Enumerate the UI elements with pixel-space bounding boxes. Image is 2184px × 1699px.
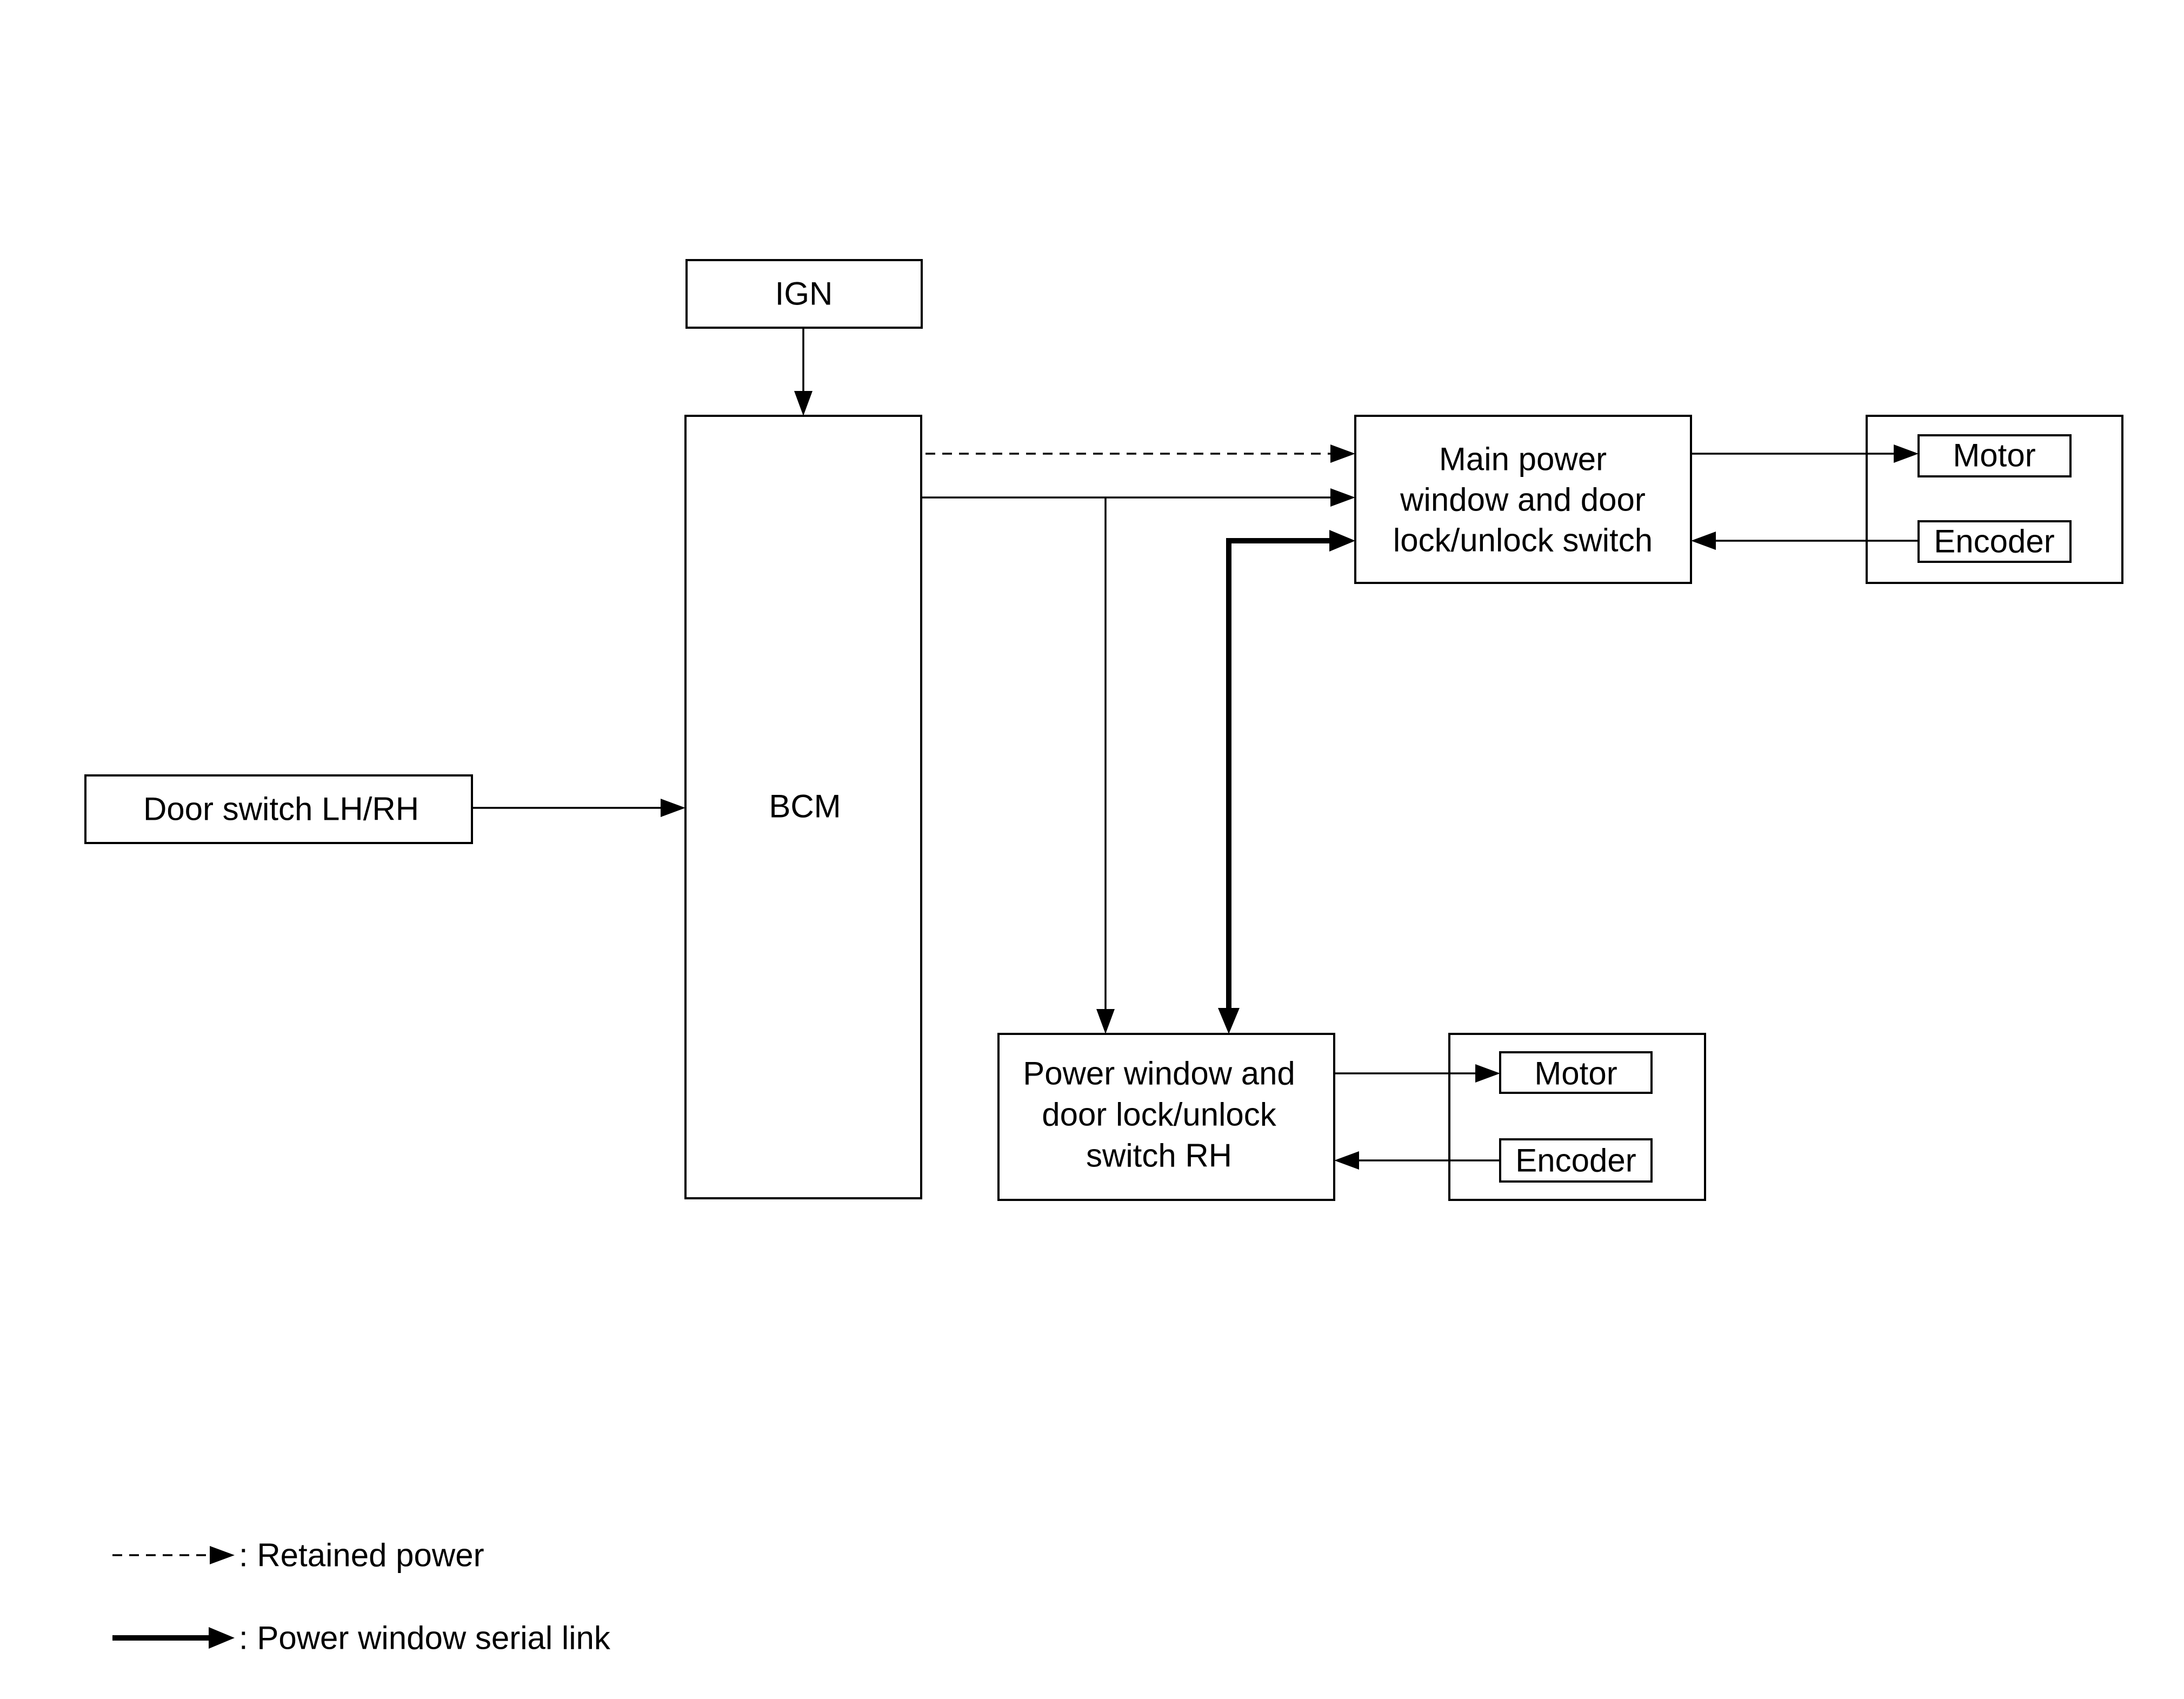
arrow-bcm-to-main-switch-retained-power <box>925 444 1355 463</box>
rh-motor-label: Motor <box>1534 1056 1617 1092</box>
bcm-label: BCM <box>769 788 841 825</box>
main-switch-block: Main power window and door lock/unlock s… <box>1354 415 1692 584</box>
thick-connector-line <box>1226 538 1331 1009</box>
arrowhead <box>661 799 685 817</box>
legend-item-serial-link: : Power window serial link <box>112 1620 611 1656</box>
arrowhead <box>1334 1151 1359 1170</box>
serial-link-main-to-rh <box>1218 530 1355 1034</box>
rh-motor-box <box>1499 1051 1653 1094</box>
ign-box <box>685 259 923 329</box>
main-switch-label-line-2: window and door <box>1400 482 1646 518</box>
door-switch-block: Door switch LH/RH <box>84 774 473 844</box>
arrow-bcm-to-main-switch <box>921 488 1355 507</box>
legend-item-retained-power: : Retained power <box>112 1537 484 1574</box>
main-switch-label-line-3: lock/unlock switch <box>1393 522 1653 559</box>
main-encoder-box <box>1917 520 2072 563</box>
legend-arrowhead <box>210 1546 235 1564</box>
ign-block: IGN <box>685 259 923 329</box>
door-switch-label: Door switch LH/RH <box>143 791 419 827</box>
ign-label: IGN <box>775 276 833 312</box>
arrowhead <box>1096 1009 1115 1034</box>
arrow-door-switch-to-bcm <box>472 799 685 817</box>
arrowhead <box>1894 444 1919 463</box>
door-switch-box <box>84 774 473 844</box>
rh-encoder-label: Encoder <box>1515 1143 1636 1179</box>
legend-retained-power-label: : Retained power <box>239 1537 484 1574</box>
bcm-box <box>684 415 922 1199</box>
legend-serial-link-label: : Power window serial link <box>239 1620 611 1656</box>
arrowhead <box>794 391 813 416</box>
main-actuator-block: Motor Encoder <box>1866 415 2123 584</box>
arrowhead <box>1218 1008 1240 1034</box>
legend-arrowhead <box>209 1627 235 1649</box>
main-encoder-label: Encoder <box>1934 523 2054 560</box>
arrowhead <box>1329 530 1355 552</box>
rh-switch-block: Power window and door lock/unlock switch… <box>997 1033 1335 1201</box>
arrow-encoder-to-main-switch <box>1691 532 1919 550</box>
bcm-block: BCM <box>684 415 922 1199</box>
main-motor-box <box>1917 434 2072 477</box>
legend: : Retained power : Power window serial l… <box>112 1537 611 1656</box>
rh-encoder-box <box>1499 1138 1653 1183</box>
main-motor-label: Motor <box>1953 437 2035 474</box>
arrow-ign-to-bcm <box>794 328 813 416</box>
main-switch-box <box>1354 415 1692 584</box>
arrowhead <box>1475 1064 1500 1083</box>
arrow-rh-switch-to-motor <box>1334 1064 1500 1083</box>
arrow-encoder-to-rh-switch <box>1334 1151 1500 1170</box>
arrowhead <box>1330 488 1355 507</box>
arrowhead <box>1691 532 1716 550</box>
rh-switch-box <box>997 1033 1335 1201</box>
rh-switch-label-line-2: door lock/unlock <box>1042 1097 1277 1133</box>
arrow-main-switch-to-motor <box>1691 444 1919 463</box>
main-switch-label-line-1: Main power <box>1439 441 1607 477</box>
arrowhead <box>1330 444 1355 463</box>
rh-actuator-block: Motor Encoder <box>1448 1033 1706 1201</box>
rh-switch-label-line-1: Power window and <box>1023 1056 1295 1092</box>
rh-switch-label-line-3: switch RH <box>1086 1138 1232 1174</box>
arrow-bcm-to-rh-switch <box>1096 497 1115 1034</box>
